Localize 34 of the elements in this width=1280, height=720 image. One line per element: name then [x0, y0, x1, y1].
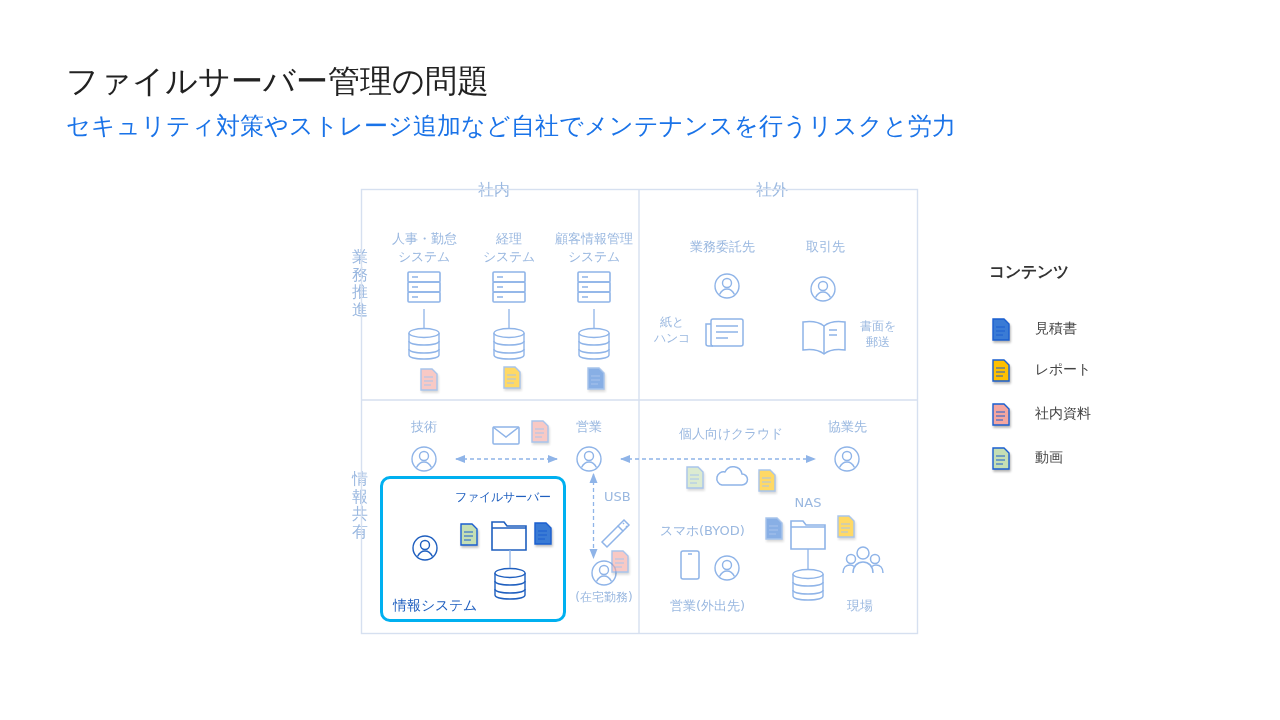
legend-label: レポート	[1035, 360, 1091, 379]
connector-line	[593, 308, 595, 329]
connector-line	[508, 308, 510, 329]
legend-label: 動画	[1035, 448, 1063, 467]
text-label: 現場	[847, 597, 873, 615]
text-label: USB	[604, 488, 631, 506]
node-label: 人事・勤怠システム	[390, 230, 458, 266]
dashed-arrow	[589, 472, 598, 560]
subtitle: セキュリティ対策やストレージ追加など自社でメンテナンスを行うリスクと労力	[66, 111, 956, 142]
node-label: 営業	[575, 418, 603, 436]
text-label: 営業(外出先)	[670, 597, 746, 615]
connector-line	[423, 308, 425, 329]
node-heading: ファイルサーバー	[455, 489, 551, 506]
dashed-arrow	[454, 454, 559, 464]
legend-label: 社内資料	[1035, 404, 1091, 423]
text-label: 個人向けクラウド	[679, 425, 783, 443]
connector-line	[807, 548, 809, 570]
node-label: NAS	[793, 494, 823, 512]
connector-line	[509, 549, 511, 569]
text-label: 取引先	[806, 238, 845, 256]
node-label: (在宅勤務)	[575, 589, 633, 606]
node-label: 顧客情報管理システム	[554, 230, 634, 266]
legend-title: コンテンツ	[989, 261, 1069, 283]
legend-label: 見積書	[1035, 319, 1077, 338]
node-label: 技術	[410, 418, 438, 436]
node-label: 経理システム	[482, 230, 536, 266]
dashed-arrow	[619, 454, 817, 464]
node-label: 協業先	[826, 418, 868, 436]
text-label: 業務委託先	[690, 238, 755, 256]
title: ファイルサーバー管理の問題	[66, 61, 489, 102]
text-label: 紙とハンコ	[653, 314, 691, 347]
node-label: 情報システム	[393, 596, 477, 615]
text-label: スマホ(BYOD)	[660, 522, 745, 540]
text-label: 書面を郵送	[859, 318, 897, 351]
